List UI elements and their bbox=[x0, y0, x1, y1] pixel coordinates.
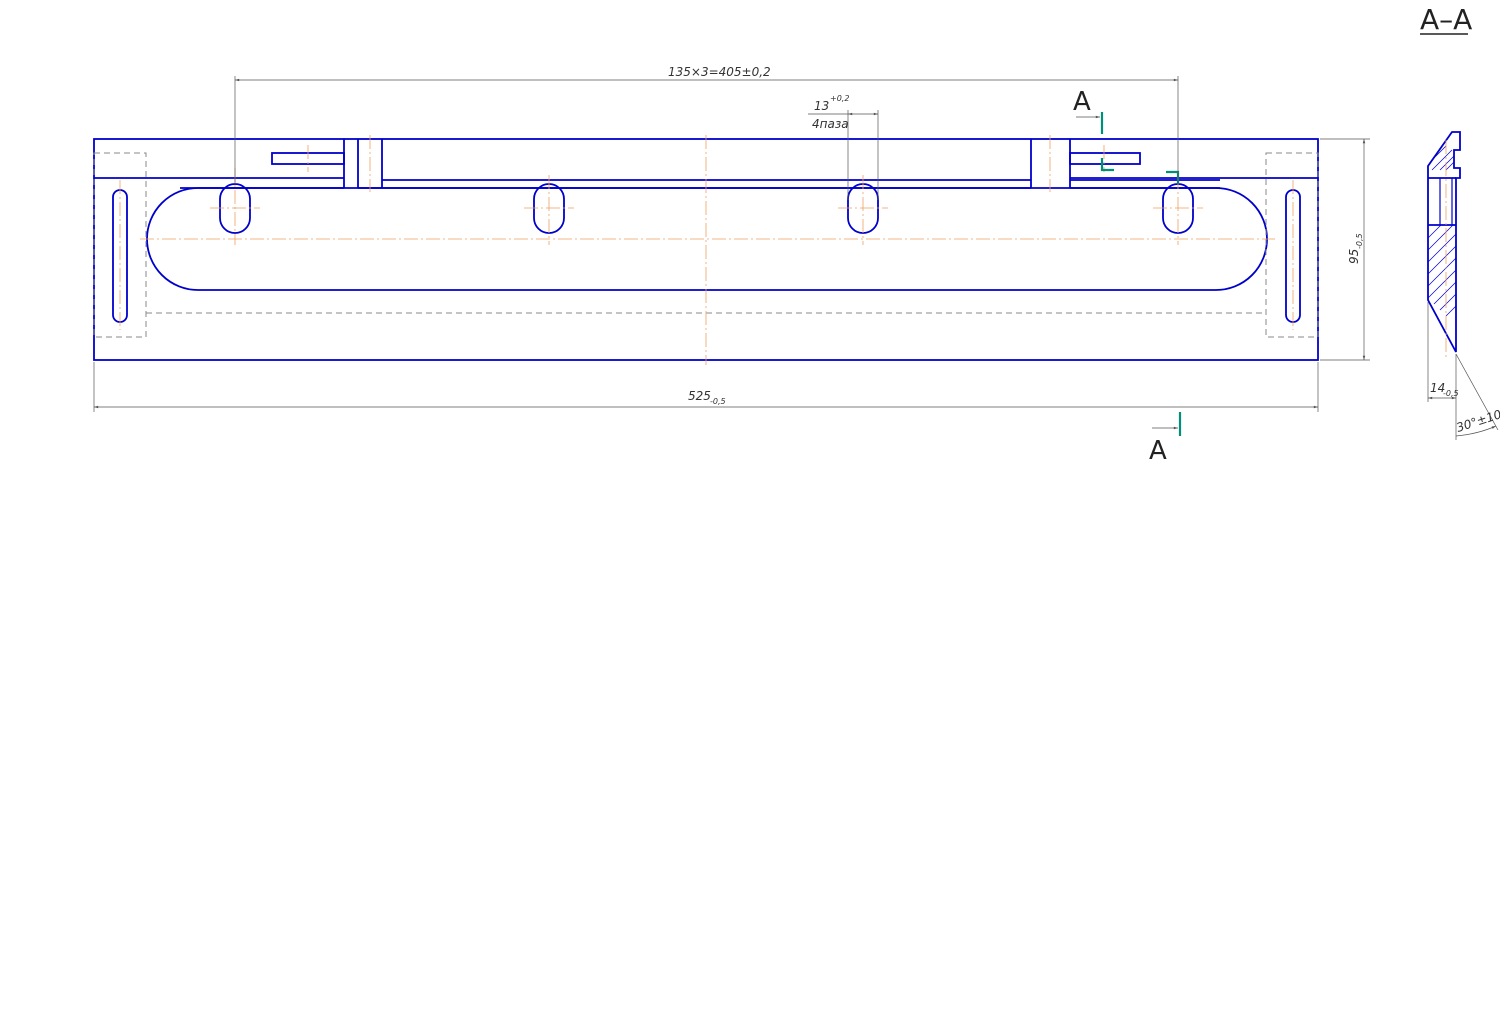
hidden-pocket-left bbox=[93, 152, 147, 338]
central-pocket bbox=[146, 187, 1268, 291]
main-view: А А 135×3=405±0,2 13 +0,2 4паза 525 -0,5… bbox=[93, 65, 1370, 466]
section-hatching bbox=[1427, 145, 1457, 317]
slotw-dim-text: 13 bbox=[814, 99, 829, 113]
slotw-count-text: 4паза bbox=[812, 117, 849, 131]
hidden-pocket-right bbox=[1265, 152, 1319, 338]
slotw-dim-tol: +0,2 bbox=[830, 94, 849, 103]
pitch-dim-text: 135×3=405±0,2 bbox=[668, 65, 771, 79]
height-dim-tol: -0,5 bbox=[1355, 233, 1364, 249]
height-dim-text: 95 bbox=[1347, 249, 1361, 264]
cut-mark-corner-1 bbox=[1100, 158, 1114, 172]
angle-ext bbox=[1455, 353, 1499, 431]
angle-arc bbox=[1455, 425, 1497, 437]
cut-label-top: А bbox=[1073, 87, 1091, 117]
thick-dim-tol: -0,5 bbox=[1443, 389, 1459, 398]
length-dim-text: 525 bbox=[688, 389, 711, 403]
section-title: А–А bbox=[1420, 3, 1472, 36]
length-dim-tol: -0,5 bbox=[710, 397, 726, 406]
groove-right bbox=[1069, 152, 1141, 165]
thick-dim-text: 14 bbox=[1430, 381, 1445, 395]
angle-dim-text: 30°±10' bbox=[1455, 406, 1500, 435]
section-outline bbox=[1427, 131, 1461, 353]
section-view: А–А 14 -0,5 bbox=[1420, 3, 1500, 440]
cut-label-bottom: А bbox=[1149, 436, 1167, 466]
